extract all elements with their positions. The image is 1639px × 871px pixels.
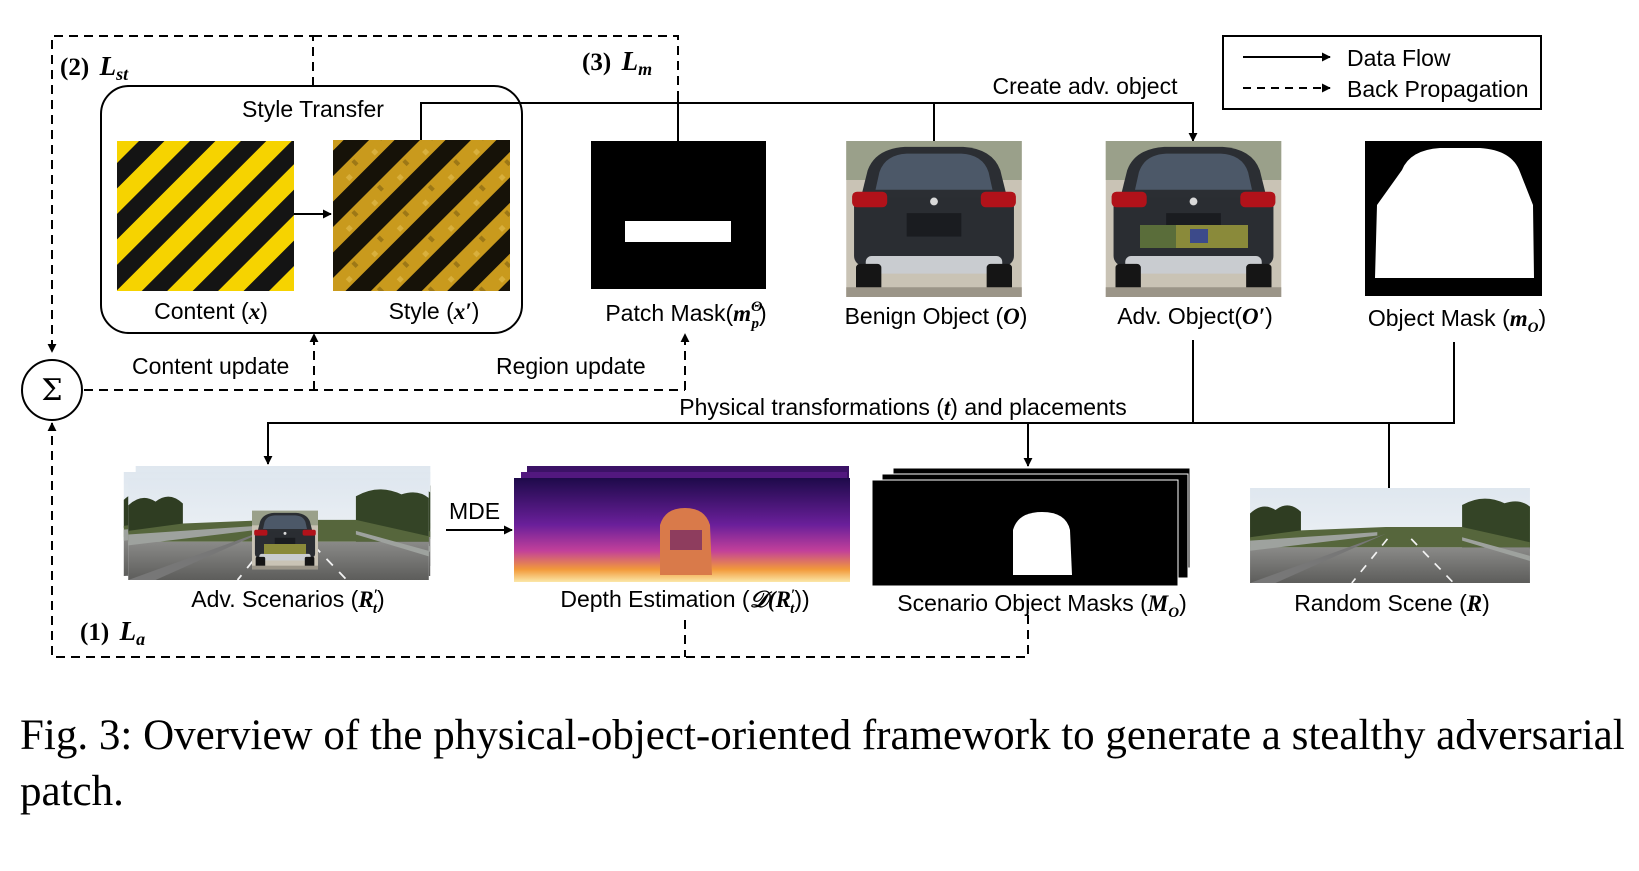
region-update-label: Region update — [496, 353, 646, 379]
create-adv-object-flow — [420, 100, 1198, 142]
adv-object-label: Adv. Object(O′) — [1117, 303, 1273, 329]
patch-region — [625, 221, 731, 242]
scenario-object-silhouette — [1013, 512, 1072, 575]
adv-object: Adv. Object(O′) — [1105, 141, 1282, 329]
random-scene-image — [1249, 488, 1531, 583]
car-icon — [1105, 141, 1282, 297]
create-adv-object-label: Create adv. object — [993, 73, 1179, 99]
sigma-icon: Σ — [41, 373, 62, 408]
random-scene-label: Random Scene (R) — [1294, 590, 1490, 616]
benign-object-label: Benign Object (O) — [845, 303, 1028, 329]
figure-caption: Fig. 3: Overview of the physical-object-… — [20, 708, 1630, 820]
patch-mask-image — [591, 141, 766, 289]
adversarial-patch — [264, 544, 306, 554]
style-transfer-title: Style Transfer — [242, 96, 384, 122]
scenario-masks-label: Scenario Object Masks (MO) — [897, 590, 1187, 621]
adv-scenarios: Adv. Scenarios (R′t) — [122, 466, 432, 617]
physical-transformation-flow — [263, 340, 1455, 488]
content-update-label: Content update — [132, 353, 289, 379]
style-loss-label: (2) Lst — [60, 51, 129, 84]
legend: Data Flow Back Propagation — [1222, 35, 1542, 110]
style-transfer-block: Style Transfer Content (x) Style (x′) — [100, 85, 523, 334]
style-image — [333, 140, 510, 291]
scenario-object-masks: Scenario Object Masks (MO) — [871, 467, 1191, 621]
random-scene: Random Scene (R) — [1249, 488, 1531, 616]
legend-back-propagation: Back Propagation — [1347, 76, 1529, 102]
mask-loss-path — [313, 35, 679, 100]
style-loss-path — [47, 35, 314, 353]
physical-transformations-label: Physical transformations (t) and placeme… — [679, 394, 1126, 420]
car-icon — [846, 141, 1022, 297]
mask-loss-label: (3) Lm — [582, 46, 652, 79]
car-icon — [252, 510, 318, 570]
patch-texture — [1190, 229, 1208, 243]
depth-estimation-label: Depth Estimation (𝒟(R′t)) — [560, 586, 809, 617]
legend-box — [1222, 35, 1542, 110]
caption-text: Overview of the physical-object-oriented… — [20, 712, 1625, 815]
legend-data-flow: Data Flow — [1347, 45, 1451, 71]
content-image — [117, 141, 294, 291]
adv-loss-path — [47, 422, 1029, 658]
style-label: Style (x′) — [389, 298, 480, 324]
benign-object: Benign Object (O) — [845, 141, 1028, 329]
caption-prefix: Fig. 3: — [20, 712, 133, 759]
depth-car-window — [670, 530, 702, 550]
mde-label: MDE — [449, 498, 500, 524]
object-mask-label: Object Mask (mO) — [1368, 305, 1546, 336]
style-transfer-frame — [100, 85, 523, 334]
object-mask: Object Mask (mO) — [1365, 141, 1546, 336]
adv-scenarios-label: Adv. Scenarios (R′t) — [191, 586, 384, 617]
depth-estimation: Depth Estimation (𝒟(R′t)) — [514, 466, 850, 617]
adv-loss-label: (1) La — [80, 616, 145, 649]
back-propagation-lines — [47, 35, 1029, 658]
object-silhouette — [1375, 148, 1534, 278]
content-label: Content (x) — [154, 298, 268, 324]
summation-node: Σ — [21, 359, 83, 421]
patch-texture — [1140, 225, 1176, 248]
